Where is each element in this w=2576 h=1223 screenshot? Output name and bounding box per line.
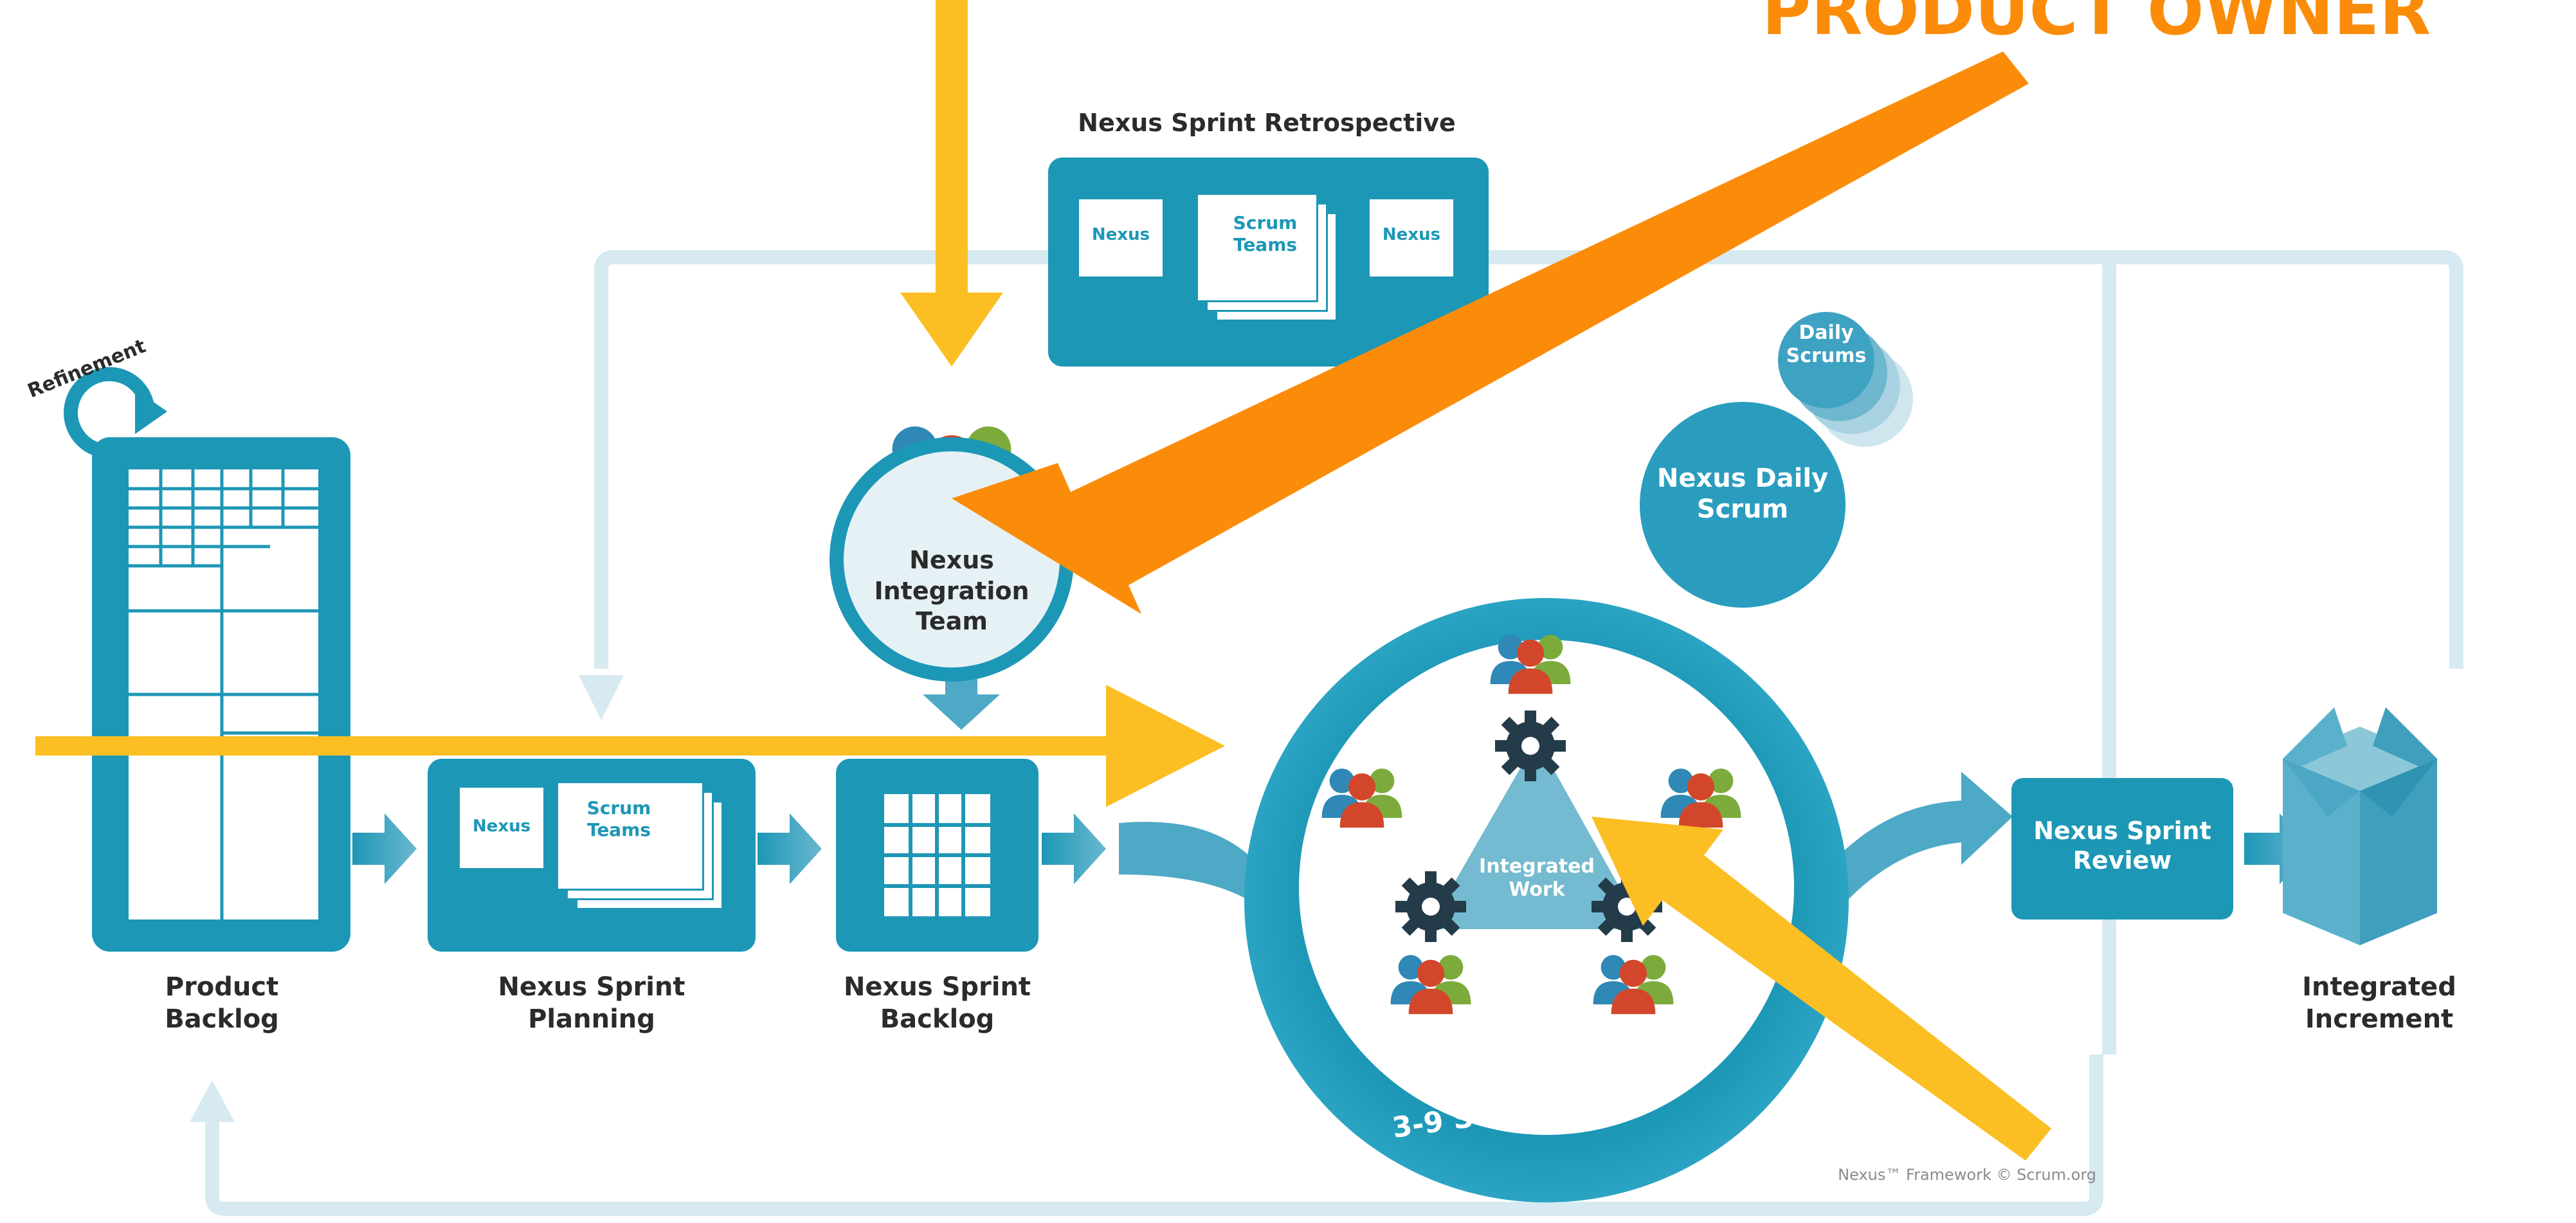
arrowhead-down-planning [579,675,624,720]
arrowhead-up-backlog [190,1080,235,1122]
planning-nexus-card [460,788,543,868]
integrated-work-label: Integrated Work [1479,855,1595,901]
team-people-icon [1660,768,1741,828]
yellow-right-arrow [35,685,1225,807]
retrospective-stack-card-1 [1196,193,1318,302]
nexus-daily-scrum-circle [1640,402,1846,608]
daily-scrums-label: Daily Scrums [1786,322,1867,367]
planning-nexus-label: Nexus [472,817,531,836]
retrospective-scrum-teams-label: Scrum Teams [1233,212,1298,255]
integrated-work-triangle [1428,739,1643,929]
nexus-daily-scrum-label: Nexus Daily Scrum [1656,464,1829,524]
retrospective-nexus-left-card [1079,199,1163,276]
retrospective-nexus-left-label: Nexus [1091,225,1150,244]
team-people-icon [1321,768,1402,828]
team-people-icon [1490,635,1571,694]
retrospective-nexus-right-label: Nexus [1382,225,1441,244]
sprint-backlog-label: Nexus Sprint Backlog [843,972,1031,1034]
sprint-planning-label: Nexus Sprint Planning [498,972,685,1034]
callout-arrows [35,0,2051,1161]
product-backlog-label: Product Backlog [165,972,279,1034]
product-backlog-grid [129,469,318,920]
copyright-text: Nexus™ Framework © Scrum.org [1838,1166,2096,1184]
gear-icon [1395,871,1466,942]
team-people-icon [1390,955,1471,1015]
swoosh-out-of-ring [1800,772,2013,945]
refinement-cycle-icon [64,367,155,457]
swoosh-into-ring [1119,822,1286,926]
yellow-down-arrow [900,0,1003,367]
sprint-review-label: Nexus Sprint Review [2033,817,2211,874]
sprint-backlog-grid [884,794,990,916]
orange-diagonal-arrow [952,51,2029,614]
retrospective-nexus-right-card [1370,199,1453,276]
yellow-diagonal-arrow [1592,817,2051,1161]
retrospective-title: Nexus Sprint Retrospective [1078,109,1456,137]
integration-team-down-arrow [923,662,1000,730]
planning-stack-card-1 [556,781,704,891]
gear-icon [1495,711,1566,781]
integrated-increment-label: Integrated Increment [2302,972,2456,1034]
open-box-icon [2283,707,2437,945]
integration-team-label: Nexus Integration Team [874,546,1029,635]
daily-scrums-circles [1778,312,1913,447]
callout-title: PRODUCT OWNER [1762,0,2431,50]
team-people-icon [1593,955,1674,1015]
planning-scrum-teams-label: Scrum Teams [586,797,651,840]
sprint-review-box [2011,778,2233,920]
